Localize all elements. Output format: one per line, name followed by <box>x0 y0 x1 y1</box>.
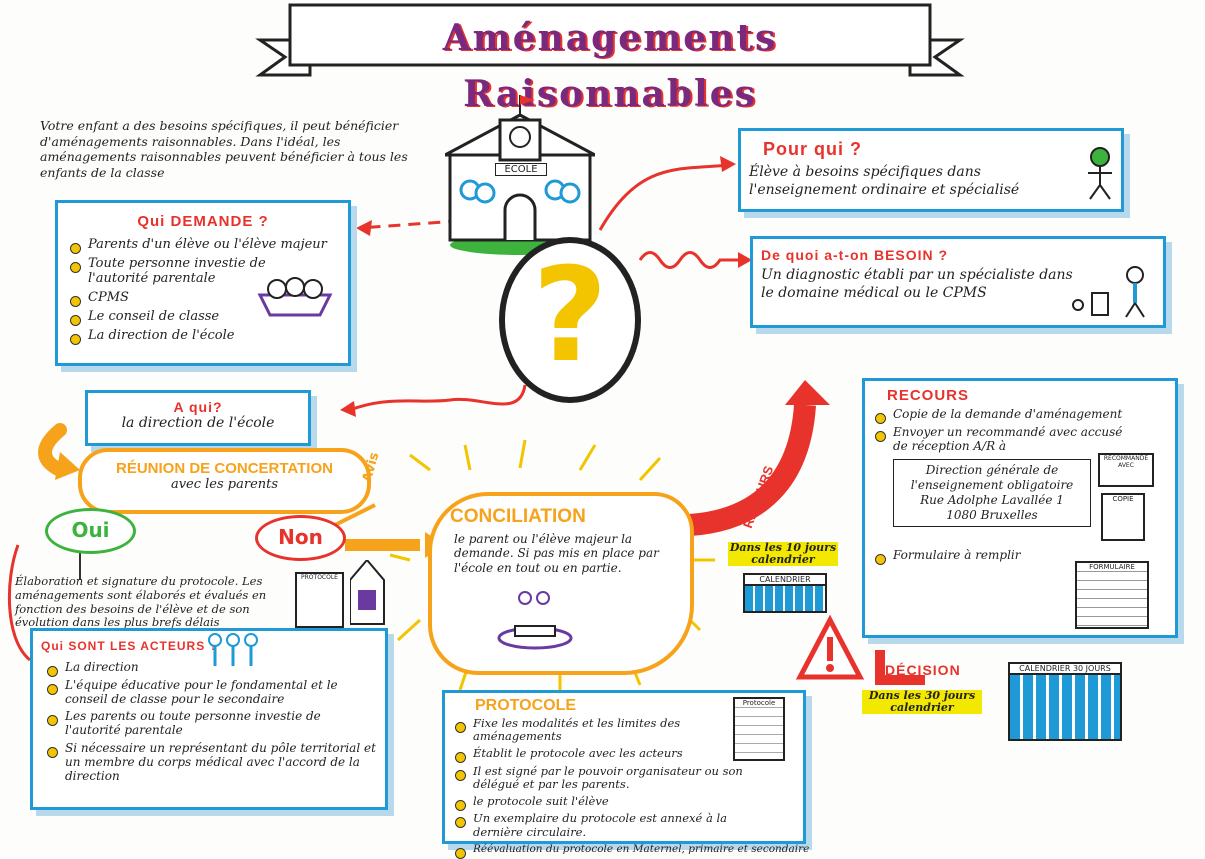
title-banner <box>255 3 965 77</box>
delai-30-jours: Dans les 30 jours calendrier <box>862 689 982 715</box>
protocole-doc-icon: Protocole <box>733 697 785 761</box>
pour-qui-title: Pour qui ? <box>763 139 862 159</box>
protocole-icon-label: PROTOCOLE <box>301 574 338 581</box>
calendar-30-icon: CALENDRIER 30 JOURS <box>1008 662 1122 741</box>
warning-icon <box>795 615 865 680</box>
protocole-box: PROTOCOLE Fixe les modalités et les limi… <box>442 690 809 859</box>
copie-label: COPIE <box>1112 495 1134 503</box>
address-line: Direction générale de l'enseignement obl… <box>910 463 1074 492</box>
pen-icon <box>350 560 385 625</box>
question-mark-icon: ? <box>532 239 608 391</box>
qui-demande-title: Qui DEMANDE ? <box>137 213 269 230</box>
besoin-text: Un diagnostic établi par un spécialiste … <box>761 267 1073 301</box>
arrowhead-qui-demande <box>356 220 372 236</box>
list-item: Si nécessaire un représentant du pôle te… <box>43 741 377 783</box>
protocole-doc-label: Protocole <box>742 699 776 707</box>
decision-title: DÉCISION <box>885 662 961 678</box>
conciliation-title: CONCILIATION <box>450 506 586 527</box>
doctor-icon <box>1072 266 1145 318</box>
copie-document-icon: COPIE <box>1101 493 1145 541</box>
list-item: Copie de la demande d'aménagement <box>871 407 1169 424</box>
envelope-label: RECOMMANDÉ <box>1103 455 1149 462</box>
acteurs-title: Qui SONT LES ACTEURS ? <box>41 639 218 653</box>
arrow-to-pour-qui <box>598 163 731 231</box>
recours-title: RECOURS <box>887 387 970 404</box>
page-title: Aménagements Raisonnables <box>442 17 778 115</box>
list-item: Parents d'un élève ou l'élève majeur <box>66 237 338 254</box>
list-item: La direction <box>43 660 377 677</box>
list-item: Réévaluation du protocole en Maternel, p… <box>451 843 809 859</box>
a-qui-title: A qui? <box>173 399 223 415</box>
a-qui-text: la direction de l'école <box>121 415 275 431</box>
protocole-document-icon: PROTOCOLE <box>295 572 344 628</box>
actors-icon <box>208 633 258 666</box>
school-label: ÉCOLE <box>495 163 547 176</box>
school-icon <box>445 95 595 255</box>
student-figure-icon <box>1088 147 1112 200</box>
list-item: CPMS <box>66 290 338 307</box>
qui-demande-list: Parents d'un élève ou l'élève majeur Tou… <box>66 237 338 345</box>
envelope-sublabel: AVEC <box>1118 462 1134 469</box>
recours-arrow <box>689 404 816 536</box>
reunion-subtitle: avec les parents <box>170 477 279 492</box>
calendar-30-label: CALENDRIER 30 JOURS <box>1010 664 1120 675</box>
conciliation-bubble: CONCILIATION le parent ou l'élève majeur… <box>428 492 694 675</box>
reunion-bubble: RÉUNION DE CONCERTATION avec les parents <box>78 448 371 514</box>
list-item: Toute personne investie de l'autorité pa… <box>66 256 318 287</box>
meeting-table-icon <box>497 591 573 650</box>
address-block: Direction générale de l'enseignement obl… <box>893 459 1091 527</box>
elaboration-text: Élaboration et signature du protocole. L… <box>15 574 267 630</box>
protocole-title: PROTOCOLE <box>475 697 577 714</box>
address-line: Rue Adolphe Lavallée 1 <box>920 493 1064 507</box>
arrow-to-a-qui <box>349 384 527 412</box>
reunion-title: RÉUNION DE CONCERTATION <box>116 460 333 477</box>
form-label: FORMULAIRE <box>1089 563 1135 571</box>
delai-10-jours: Dans les 10 jours calendrier <box>728 541 838 567</box>
besoin-title: De quoi a-t-on BESOIN ? <box>761 247 949 263</box>
acteurs-list: La direction L'équipe éducative pour le … <box>43 660 377 783</box>
formulaire-list: Formulaire à remplir <box>871 548 1021 567</box>
list-item: Formulaire à remplir <box>871 548 1021 565</box>
list-item: Un exemplaire du protocole est annexé à … <box>451 812 773 838</box>
list-item: Les parents ou toute personne investie d… <box>43 710 377 738</box>
calendar-icon: CALENDRIER <box>743 573 827 613</box>
list-item: Envoyer un recommandé avec accusé de réc… <box>871 425 1133 454</box>
acteurs-box: Qui SONT LES ACTEURS ? La direction L'éq… <box>30 628 388 810</box>
list-item: La direction de l'école <box>66 328 338 345</box>
non-cloud: Non <box>255 515 346 561</box>
calendar-label: CALENDRIER <box>745 575 825 586</box>
question-bubble <box>499 237 641 403</box>
protocole-list: Fixe les modalités et les limites des am… <box>451 716 809 859</box>
conciliation-text: le parent ou l'élève majeur la demande. … <box>454 532 659 575</box>
address-line: 1080 Bruxelles <box>946 508 1038 522</box>
recours-box: RECOURS Copie de la demande d'aménagemen… <box>862 378 1178 638</box>
students-icon <box>257 277 333 317</box>
list-item: Il est signé par le pouvoir organisateur… <box>451 764 773 791</box>
pour-qui-text: Élève à besoins spécifiques dans l'ensei… <box>749 164 1020 198</box>
form-document-icon: FORMULAIRE <box>1075 561 1149 629</box>
list-item: Le conseil de classe <box>66 309 338 326</box>
list-item: L'équipe éducative pour le fondamental e… <box>43 678 377 707</box>
list-item: le protocole suit l'élève <box>451 794 797 812</box>
list-item: Fixe les modalités et les limites des am… <box>451 716 733 743</box>
a-qui-box: A qui? la direction de l'école <box>85 390 311 446</box>
recours-list: Copie de la demande d'aménagement Envoye… <box>871 407 1169 454</box>
envelope-icon: RECOMMANDÉ AVEC <box>1098 453 1154 487</box>
coil-to-besoin <box>638 251 745 269</box>
pour-qui-box: Pour qui ? Élève à besoins spécifiques d… <box>738 128 1124 212</box>
oui-cloud: Oui <box>45 508 136 554</box>
intro-text: Votre enfant a des besoins spécifiques, … <box>40 118 408 180</box>
